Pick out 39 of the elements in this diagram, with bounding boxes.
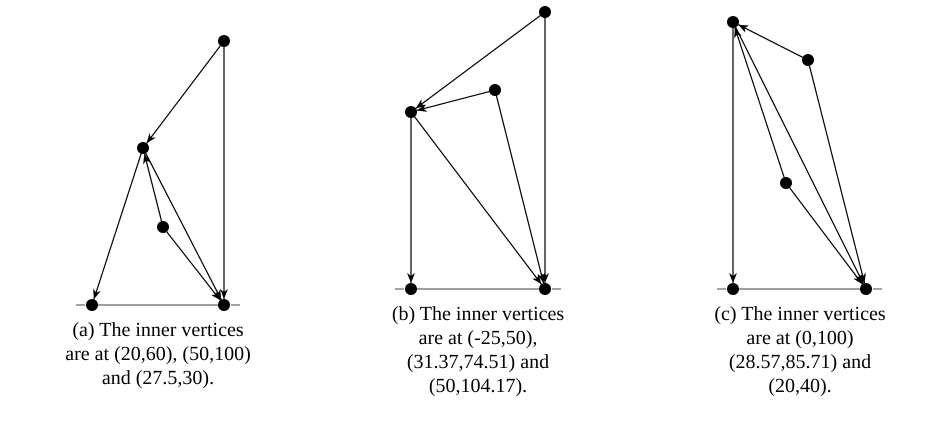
vertex-dot bbox=[86, 299, 98, 311]
baseline bbox=[98, 304, 218, 306]
vertex-dot bbox=[802, 54, 814, 66]
arrow bbox=[220, 47, 228, 299]
arrow bbox=[407, 118, 415, 283]
figure-caption: (c) The inner vertices are at (0,100) (28.57,85.71) and (20,40). bbox=[713, 302, 887, 398]
vertex-dot bbox=[218, 299, 230, 311]
figure-caption: (a) The inner vertices are at (20,60), (50,100) and (27.5,30). bbox=[64, 318, 252, 390]
vertex-dot bbox=[157, 221, 169, 233]
arrow bbox=[789, 187, 863, 285]
arrow bbox=[738, 24, 803, 58]
vertex-dot bbox=[727, 283, 739, 295]
vertex-dot bbox=[860, 283, 872, 295]
vertex-dot bbox=[780, 177, 792, 189]
arrow bbox=[729, 28, 737, 283]
vertex-dot bbox=[727, 16, 739, 28]
arrow bbox=[143, 154, 162, 222]
vertex-dot bbox=[137, 142, 149, 154]
vertex-dot bbox=[489, 84, 501, 96]
figure-caption: (b) The inner vertices are at (-25,50), (31.37,74.51) and (50,104.17). bbox=[390, 302, 566, 398]
arrow bbox=[734, 28, 785, 178]
arrow bbox=[93, 154, 142, 300]
arrow bbox=[145, 153, 222, 300]
arrow bbox=[808, 66, 866, 284]
vertex-dot bbox=[218, 35, 230, 47]
arrow bbox=[416, 90, 490, 112]
arrow bbox=[415, 15, 541, 109]
baseline bbox=[417, 288, 539, 290]
vertex-dot bbox=[539, 6, 551, 18]
vertex-dot bbox=[405, 283, 417, 295]
arrow bbox=[414, 116, 542, 285]
arrow bbox=[166, 231, 221, 301]
vertex-dot bbox=[539, 283, 551, 295]
baseline bbox=[739, 288, 860, 290]
arrow bbox=[735, 27, 864, 284]
arrow bbox=[146, 45, 221, 144]
arrow bbox=[541, 18, 549, 283]
vertex-dot bbox=[405, 106, 417, 118]
arrow bbox=[496, 96, 545, 284]
